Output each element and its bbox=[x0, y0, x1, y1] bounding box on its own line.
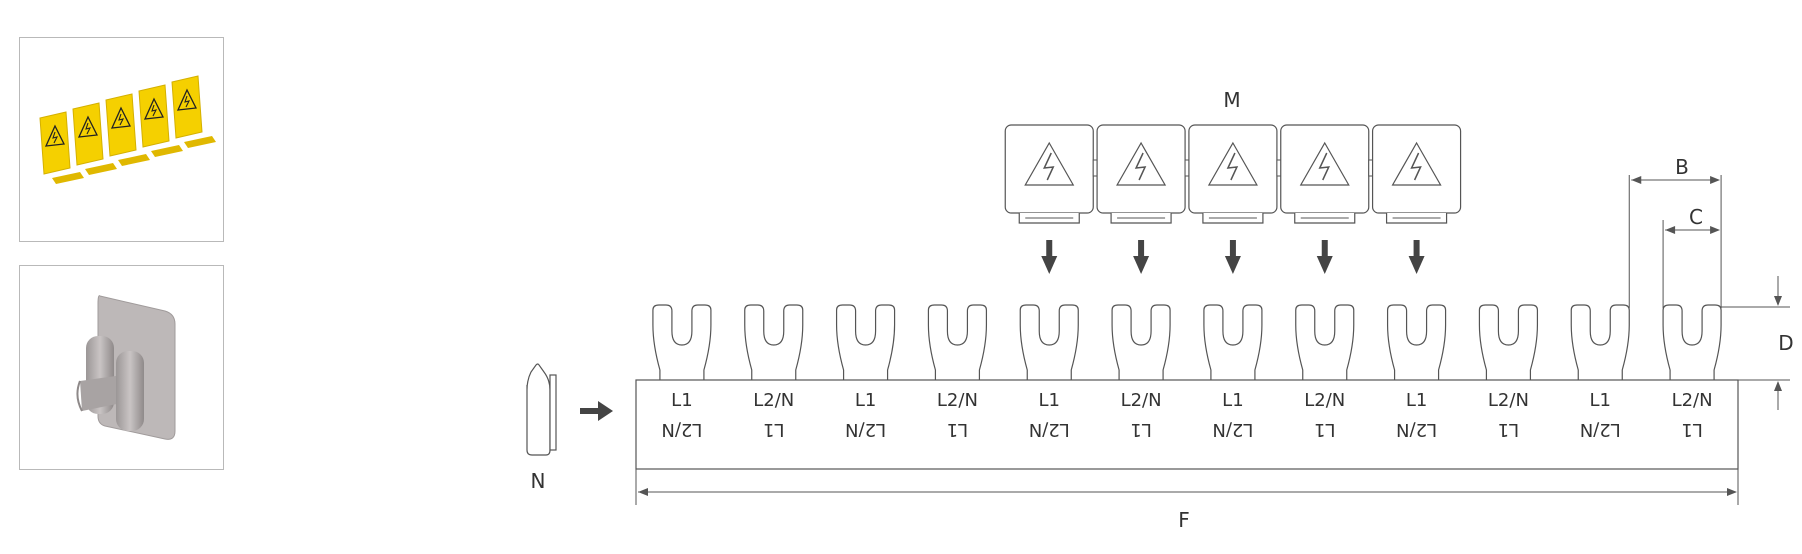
shroud-row bbox=[1004, 124, 1462, 224]
shroud bbox=[1096, 124, 1192, 224]
slot-label-bottom: L2/N bbox=[1212, 419, 1253, 440]
yellow-shroud-piece bbox=[171, 75, 216, 148]
dimension-lines bbox=[635, 175, 1790, 505]
slot-label-bottom: L2/N bbox=[1580, 419, 1621, 440]
fork-terminal bbox=[652, 304, 712, 380]
dim-c-arrowhead-left bbox=[1665, 226, 1676, 234]
fork-terminal bbox=[1295, 304, 1355, 380]
slot-label-top: L1 bbox=[1590, 390, 1611, 411]
label-d: D bbox=[1778, 331, 1793, 355]
slot-label-top: L2/N bbox=[1304, 390, 1345, 411]
insert-arrow-right bbox=[580, 401, 613, 421]
thumbnail-yellow-shroud[interactable] bbox=[19, 37, 224, 242]
slot-label-top: L1 bbox=[855, 390, 876, 411]
shroud bbox=[1280, 124, 1376, 224]
slot-label-bottom: L2/N bbox=[1029, 419, 1070, 440]
busbar-rect bbox=[635, 379, 1739, 470]
yellow-shroud-piece bbox=[39, 111, 84, 184]
slot-label-bottom: L2/N bbox=[1396, 419, 1437, 440]
yellow-shroud-piece bbox=[138, 84, 183, 157]
down-arrow bbox=[1316, 240, 1333, 274]
slot-label-bottom: L1 bbox=[1681, 419, 1702, 440]
dim-f-arrowhead-left bbox=[638, 488, 648, 496]
label-b: B bbox=[1675, 155, 1689, 179]
slot-label-bottom: L2/N bbox=[661, 419, 702, 440]
fork-terminal bbox=[835, 304, 896, 380]
label-n: N bbox=[531, 469, 546, 493]
down-arrow bbox=[1041, 240, 1058, 274]
slot-label-top: L2/N bbox=[1488, 390, 1529, 411]
slot-label-top: L2/N bbox=[1121, 390, 1162, 411]
fork-terminal bbox=[744, 304, 804, 380]
slot-label-top: L1 bbox=[671, 390, 692, 411]
label-f: F bbox=[1178, 508, 1190, 532]
down-arrow bbox=[1408, 240, 1425, 274]
busbar-body bbox=[635, 379, 1739, 470]
yellow-shroud-piece bbox=[105, 93, 150, 166]
fork-terminal bbox=[1019, 304, 1079, 380]
slot-label-top: L1 bbox=[1406, 390, 1427, 411]
slot-label-top: L2/N bbox=[937, 390, 978, 411]
slot-label-top: L1 bbox=[1039, 390, 1060, 411]
slot-label-bottom: L1 bbox=[1314, 419, 1335, 440]
slot-label-top: L2/N bbox=[753, 390, 794, 411]
slot-label-bottom: L2/N bbox=[845, 419, 886, 440]
shroud bbox=[1004, 124, 1100, 224]
slot-label-bottom: L1 bbox=[947, 419, 968, 440]
slot-label-bottom: L1 bbox=[763, 419, 784, 440]
down-arrow bbox=[1133, 240, 1150, 274]
dim-b-arrowhead-left bbox=[1631, 176, 1642, 184]
fork-terminal bbox=[927, 304, 988, 380]
end-cap-outline bbox=[526, 363, 557, 456]
shroud bbox=[1188, 124, 1284, 224]
yellow-shroud-piece bbox=[72, 102, 117, 175]
slot-label-top: L1 bbox=[1222, 390, 1243, 411]
slot-label-top: L2/N bbox=[1672, 390, 1713, 411]
fork-terminals bbox=[652, 304, 1722, 380]
down-arrows bbox=[1041, 240, 1425, 274]
grey-end-cap-image bbox=[76, 295, 176, 440]
fork-terminal bbox=[1203, 304, 1263, 380]
fork-terminal bbox=[1386, 304, 1447, 380]
yellow-shroud-image bbox=[39, 75, 216, 184]
fork-terminal bbox=[1478, 304, 1539, 380]
phase-labels: L1L2/NL2/NL1L1L2/NL2/NL1L1L2/NL2/NL1L1L2… bbox=[661, 390, 1712, 440]
thumbnail-grey-end-cap[interactable] bbox=[19, 265, 224, 470]
label-m: M bbox=[1223, 88, 1240, 112]
shroud bbox=[1371, 124, 1462, 224]
label-c: C bbox=[1689, 205, 1703, 229]
fork-terminal bbox=[1662, 304, 1722, 380]
slot-label-bottom: L1 bbox=[1498, 419, 1519, 440]
fork-terminal bbox=[1570, 304, 1630, 380]
slot-label-bottom: L1 bbox=[1130, 419, 1151, 440]
fork-terminal bbox=[1111, 304, 1171, 380]
down-arrow bbox=[1224, 240, 1241, 274]
